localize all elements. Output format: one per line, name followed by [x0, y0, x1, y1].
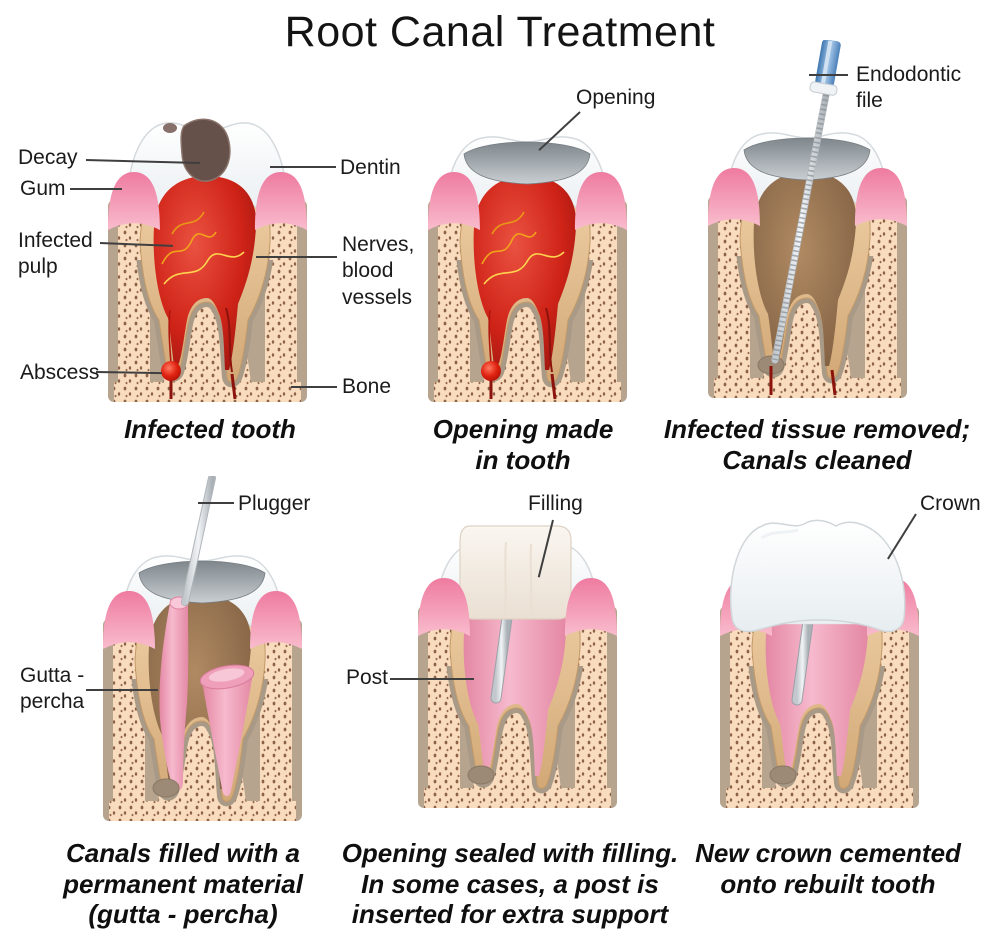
gum — [418, 578, 617, 636]
tooth-svg — [103, 476, 302, 821]
tooth-illustration-canals-filled — [95, 476, 310, 824]
caption-canals-filled: Canals filled with a permanent material … — [63, 838, 303, 930]
tooth-svg — [418, 525, 617, 808]
leader-line-bone — [291, 386, 337, 388]
label-gum: Gum — [20, 177, 66, 200]
caption-canals-cleaned: Infected tissue removed; Canals cleaned — [663, 414, 971, 475]
page-title: Root Canal Treatment — [284, 8, 716, 56]
label-gutta-percha: Gutta - percha — [20, 664, 85, 714]
apex-seal — [152, 778, 180, 798]
label-abscess: Abscess — [20, 361, 100, 384]
label-bone: Bone — [342, 375, 392, 398]
gutta-percha-cone — [199, 664, 255, 797]
leader-line-plugger — [198, 502, 234, 504]
abscess — [161, 361, 181, 381]
nerves — [481, 211, 565, 373]
label-opening: Opening — [576, 86, 656, 109]
caption-opening-made: Opening made in tooth — [432, 414, 614, 475]
label-dentin: Dentin — [340, 156, 401, 179]
tooth-illustration-opening-sealed — [410, 508, 625, 820]
gutta-percha-fill — [463, 582, 567, 776]
gum — [708, 168, 907, 226]
plugger-tool — [181, 476, 216, 606]
label-crown: Crown — [920, 492, 981, 515]
drilled-opening — [463, 141, 591, 185]
gum — [428, 172, 627, 230]
tooth-illustration-crown-cemented — [712, 500, 927, 815]
crown-cap — [729, 519, 906, 633]
tooth-svg — [708, 40, 907, 398]
filling-block — [459, 525, 572, 620]
decay-spot — [163, 118, 231, 182]
tooth-illustration-infected-tooth — [100, 112, 315, 404]
caption-crown-cemented: New crown cemented onto rebuilt tooth — [695, 838, 961, 899]
infected-pulp — [153, 176, 257, 370]
leader-line-post — [390, 678, 474, 680]
post — [791, 616, 814, 706]
label-decay: Decay — [18, 146, 78, 169]
leader-line-endodontic-file — [809, 74, 848, 76]
apex-seal — [467, 765, 495, 785]
infected-pulp — [473, 176, 577, 370]
label-infected-pulp: Infected pulp — [18, 229, 93, 279]
leader-line-gutta-percha — [86, 689, 158, 691]
label-plugger: Plugger — [238, 492, 311, 515]
leader-line-gum — [70, 188, 122, 190]
post — [490, 612, 513, 704]
tooth-illustration-canals-cleaned — [700, 40, 915, 400]
gum — [103, 591, 302, 649]
apex-seal — [769, 765, 797, 785]
caption-infected-tooth: Infected tooth — [124, 414, 296, 444]
caption-opening-sealed: Opening sealed with filling. In some cas… — [341, 838, 679, 930]
leader-line-nerves — [256, 256, 337, 258]
cleaned-cavity — [753, 172, 857, 366]
label-nerves-blood-vessels: Nerves, blood vessels — [342, 233, 415, 309]
gum — [108, 172, 307, 230]
nerves — [161, 211, 245, 373]
tooth-svg — [108, 118, 307, 402]
label-post: Post — [346, 666, 389, 689]
drilled-opening — [743, 137, 871, 181]
tooth-illustration-opening-made — [420, 112, 635, 404]
label-endodontic-file: Endodontic file — [856, 63, 962, 113]
tooth-svg — [720, 519, 919, 808]
endodontic-file — [771, 40, 841, 364]
label-filling: Filling — [528, 492, 583, 515]
gutta-percha-fill — [765, 582, 869, 776]
leader-line-dentin — [270, 166, 336, 168]
tooth-svg — [428, 136, 627, 402]
abscess — [481, 361, 501, 381]
